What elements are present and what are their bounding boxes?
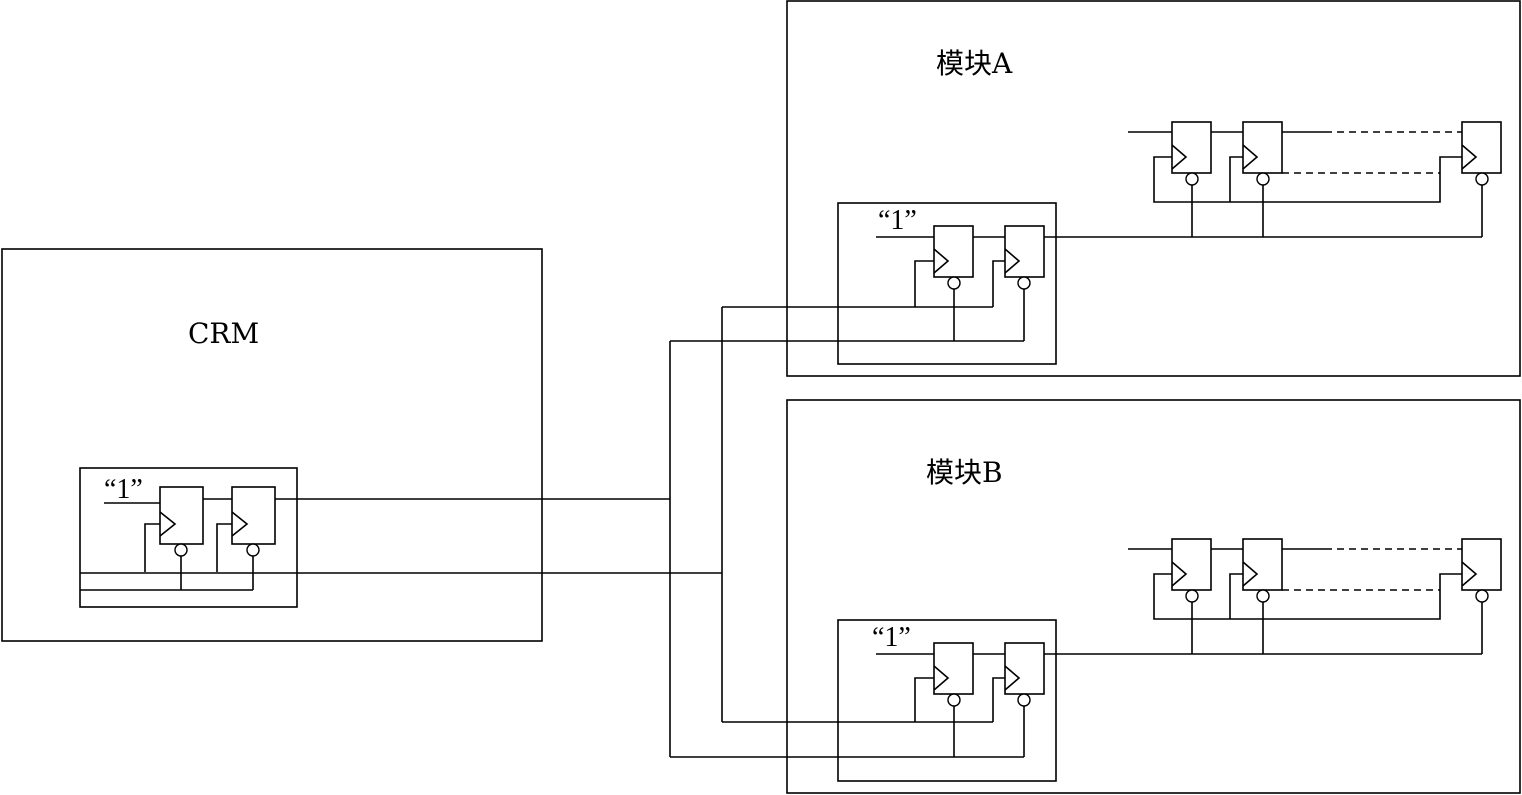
module-b-frame — [786, 399, 1521, 794]
module-b-constant-one-label: “1” — [872, 622, 911, 653]
module-a-register-1 — [1171, 121, 1212, 186]
module-a-flip-flop-2 — [1004, 225, 1045, 290]
crm-flip-flop-1 — [159, 486, 204, 557]
module-b-sync-box — [837, 619, 1057, 782]
module-b-flip-flop-2 — [1004, 642, 1045, 707]
module-b-register-2 — [1242, 538, 1283, 603]
module-a-register-n — [1461, 121, 1502, 186]
crm-frame — [1, 248, 543, 642]
module-b-sync-circuit: “1” — [837, 619, 1482, 782]
crm-sync-box — [79, 467, 298, 608]
distribution-wiring — [669, 306, 1024, 758]
module-a-label: 模块A — [936, 47, 1013, 80]
module-a-sync-box — [837, 202, 1057, 365]
crm-block: CRM “1” — [1, 248, 722, 642]
module-a-block: 模块A “1” — [786, 0, 1521, 377]
module-a-flip-flop-1 — [933, 225, 974, 290]
module-b-flip-flop-1 — [933, 642, 974, 707]
module-a-sync-circuit: “1” — [837, 202, 1482, 365]
module-b-register-chain — [1128, 538, 1502, 654]
crm-constant-one-label: “1” — [104, 474, 143, 505]
module-b-label: 模块B — [926, 456, 1003, 489]
module-a-register-chain — [1128, 121, 1502, 237]
module-b-register-1 — [1171, 538, 1212, 603]
module-b-block: 模块B “1” — [786, 399, 1521, 794]
module-b-register-n — [1461, 538, 1502, 603]
crm-label: CRM — [188, 317, 259, 350]
module-a-register-2 — [1242, 121, 1283, 186]
module-a-frame — [786, 0, 1521, 377]
crm-sync-circuit: “1” — [79, 467, 722, 608]
crm-flip-flop-2 — [231, 486, 276, 557]
module-a-constant-one-label: “1” — [878, 205, 917, 236]
